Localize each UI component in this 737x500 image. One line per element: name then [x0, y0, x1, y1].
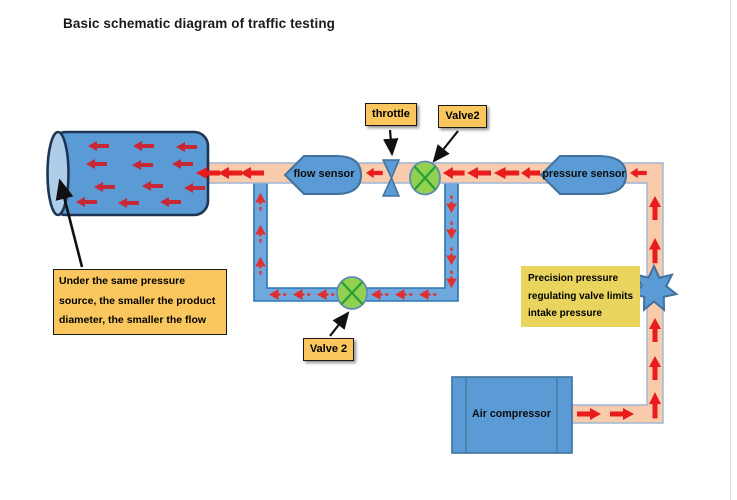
note-line: regulating valve limits — [528, 290, 634, 302]
valve2-bottom — [336, 276, 368, 310]
note-line: diameter, the smaller the flow — [59, 314, 207, 326]
pressure-sensor — [539, 155, 628, 195]
slide-right-edge — [730, 0, 731, 500]
note-line: Under the same pressure — [59, 275, 186, 287]
valve2-top-tag: Valve2 — [438, 105, 487, 128]
pointer-arrows — [55, 129, 459, 337]
note-line: source, the smaller the product — [59, 294, 216, 307]
valve2-top — [409, 160, 441, 196]
flow-sensor-label: flow sensor — [293, 168, 355, 180]
note-pointer — [55, 178, 84, 268]
note-line: Precision pressure — [528, 273, 619, 284]
valve2-bottom-tag: Valve 2 — [303, 338, 354, 361]
throttle-tag: throttle — [365, 103, 417, 126]
flow-sensor — [283, 155, 363, 195]
page-title: Basic schematic diagram of traffic testi… — [63, 16, 336, 31]
throttle-valve — [381, 159, 401, 197]
valve2-top-pointer — [432, 130, 459, 163]
pressure-sensor-label: pressure sensor — [542, 168, 626, 180]
valve2-bottom-pointer — [329, 311, 350, 337]
air-compressor — [451, 376, 573, 454]
note-line: intake pressure — [528, 308, 602, 319]
cylinder-note: Under the same pressure source, the smal… — [53, 269, 227, 335]
air-compressor-label: Air compressor — [472, 408, 551, 420]
throttle-pointer — [383, 129, 399, 157]
regulator-note: Precision pressure regulating valve limi… — [521, 266, 640, 327]
